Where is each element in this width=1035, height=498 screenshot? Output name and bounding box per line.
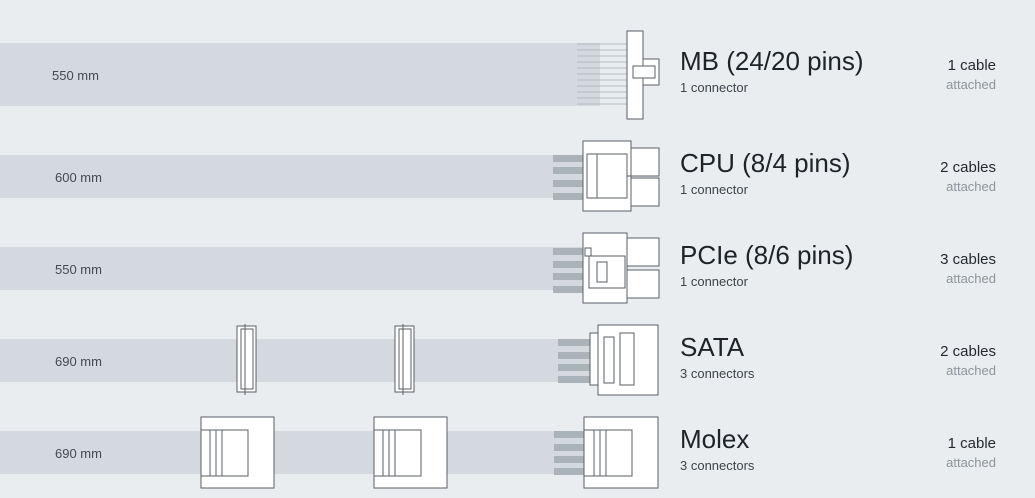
cable-length: 550 mm [55,262,102,277]
connector-count: 1 connector [680,80,748,95]
molex-connector-icon [554,416,659,489]
connector-title: CPU (8/4 pins) [680,148,851,178]
mb-connector-icon [577,30,660,120]
sata-inline-connector-icon [236,324,257,395]
connector-count: 1 connector [680,274,748,289]
cable-count: 1 cable [947,57,996,74]
connector-title: Molex [680,424,750,454]
connector-count: 3 connectors [680,366,755,381]
sata-inline-connector-icon [394,324,415,395]
molex-inline-connector-icon [200,416,275,489]
cable-band [0,339,600,382]
cable-count: 1 cable [947,435,996,452]
cable-status: attached [946,179,996,194]
connector-title: PCIe (8/6 pins) [680,240,854,270]
cable-status: attached [946,363,996,378]
cable-count: 2 cables [940,159,996,176]
cable-length: 600 mm [55,170,102,185]
cable-band [0,247,590,290]
pcie-connector-icon [553,232,660,304]
cable-count: 3 cables [940,251,996,268]
sata-connector-icon [558,324,659,396]
cable-status: attached [946,77,996,92]
cable-band [0,155,590,198]
connector-title: MB (24/20 pins) [680,46,864,76]
molex-inline-connector-icon [373,416,448,489]
cable-count: 2 cables [940,343,996,360]
connector-count: 1 connector [680,182,748,197]
cable-status: attached [946,455,996,470]
cpu-connector-icon [553,140,660,212]
cable-status: attached [946,271,996,286]
cable-length: 690 mm [55,354,102,369]
cable-band [0,431,600,474]
cable-length: 550 mm [52,68,99,83]
cable-band [0,43,600,106]
cable-length: 690 mm [55,446,102,461]
connector-count: 3 connectors [680,458,755,473]
connector-title: SATA [680,332,745,362]
